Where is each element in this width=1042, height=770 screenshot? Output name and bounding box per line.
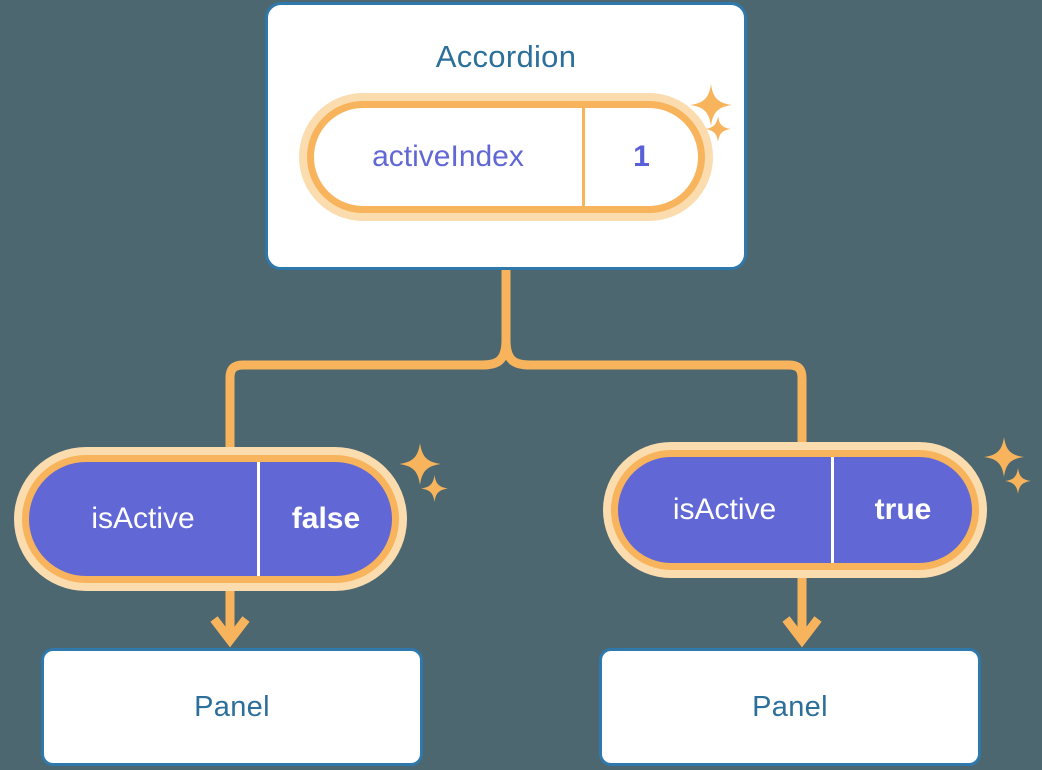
- sparkle-icon: [399, 443, 441, 485]
- sparkle-icon: [1005, 468, 1031, 494]
- component-title-panel: Panel: [194, 690, 270, 723]
- component-title-panel: Panel: [752, 690, 828, 723]
- arrow-down-icon-right: [782, 616, 822, 648]
- state-pill-key: isActive: [672, 493, 777, 526]
- state-pill-isactive-true[interactable]: isActive true: [611, 450, 979, 570]
- connector-split-left: [225, 335, 511, 457]
- component-title-accordion: Accordion: [435, 39, 577, 74]
- state-pill-value: true: [831, 457, 972, 563]
- prop-pill-activeindex[interactable]: activeIndex 1: [307, 101, 705, 213]
- component-card-panel-right[interactable]: Panel: [599, 648, 981, 766]
- state-pill-value: false: [257, 462, 392, 576]
- component-card-panel-left[interactable]: Panel: [41, 648, 423, 766]
- prop-pill-key: activeIndex: [372, 140, 524, 173]
- prop-pill-value: 1: [582, 108, 698, 206]
- arrow-down-icon-left: [210, 616, 250, 648]
- state-pill-isactive-false[interactable]: isActive false: [22, 455, 399, 583]
- sparkle-icon: [421, 475, 448, 502]
- connector-split-right: [501, 335, 807, 453]
- sparkle-icon: [984, 437, 1024, 477]
- state-pill-key: isActive: [91, 502, 195, 535]
